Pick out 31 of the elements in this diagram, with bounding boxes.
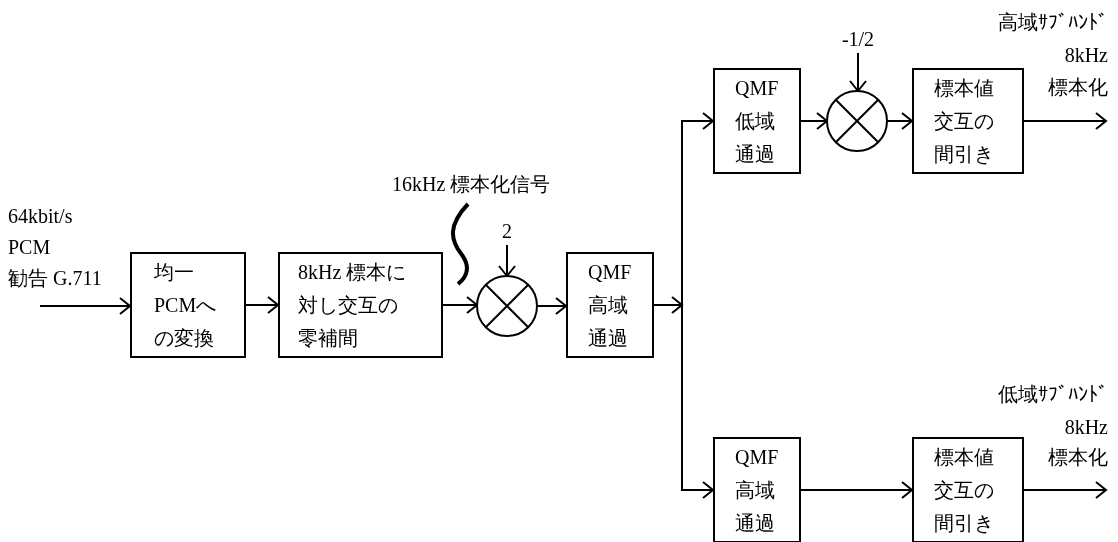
rate-label: 標本化: [1048, 75, 1108, 99]
process-box: 8kHz 標本に対し交互の零補間: [278, 252, 443, 358]
factor-label: 2: [492, 219, 522, 243]
subband-label: 高域ｻﾌﾞﾊﾝﾄﾞ: [998, 10, 1108, 34]
process-box: 標本値交互の間引き: [912, 437, 1024, 542]
input-label: 勧告 G.711: [8, 266, 102, 290]
arrow: [1023, 112, 1107, 130]
process-box: QMF高域通過: [566, 252, 654, 358]
factor-label: -1/2: [833, 27, 883, 51]
arrow: [442, 296, 478, 314]
signal-label: 16kHz 標本化信号: [392, 172, 551, 196]
arrow: [800, 481, 913, 499]
rate-label: 8kHz: [1064, 415, 1108, 439]
arrow: [1023, 481, 1107, 499]
arrow: [498, 244, 516, 277]
arrow: [653, 304, 714, 499]
process-box: QMF高域通過: [713, 437, 801, 542]
multiplier-circle: [826, 90, 888, 152]
process-box: QMF低域通過: [713, 68, 801, 174]
input-label: PCM: [8, 235, 51, 259]
rate-label: 標本化: [1048, 445, 1108, 469]
arrow: [800, 112, 828, 130]
arrow: [849, 52, 867, 92]
rate-label: 8kHz: [1064, 43, 1108, 67]
multiplier-circle: [476, 275, 538, 337]
subband-label: 低域ｻﾌﾞﾊﾝﾄﾞ: [998, 382, 1108, 406]
process-box: 標本値交互の間引き: [912, 68, 1024, 174]
input-label: 64kbit/s: [8, 204, 73, 228]
process-box: 均一PCMへの変換: [130, 252, 246, 358]
arrow: [39, 297, 131, 315]
arrow: [245, 296, 279, 314]
